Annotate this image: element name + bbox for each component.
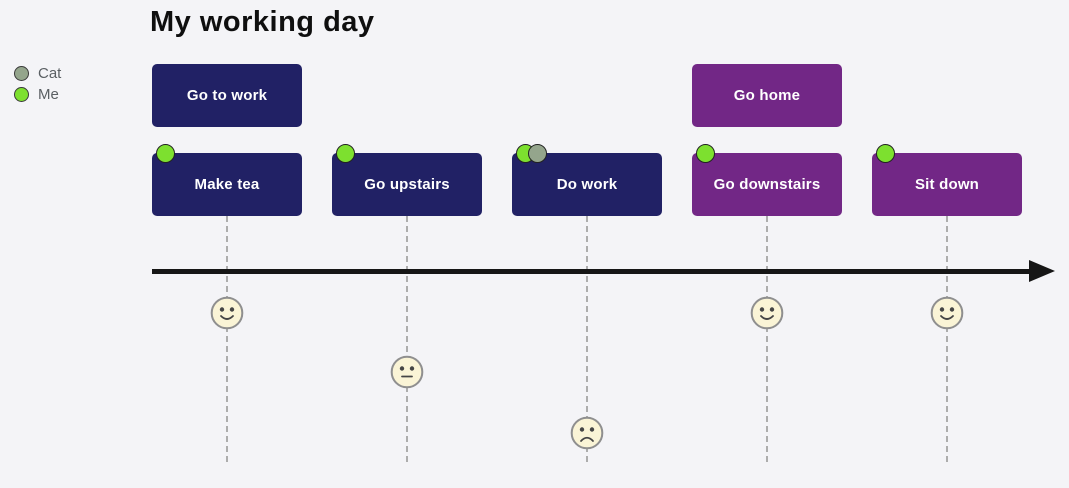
- actor-badge-me: [156, 144, 175, 163]
- event-card-go-upstairs[interactable]: Go upstairs: [332, 144, 482, 216]
- mood-face-neutral-icon[interactable]: [390, 355, 424, 389]
- column-dashed-line: [946, 216, 948, 462]
- event-card-label: Go home: [733, 87, 801, 104]
- event-card-do-work[interactable]: Do work: [512, 144, 662, 216]
- event-card-go-downstairs[interactable]: Go downstairs: [692, 144, 842, 216]
- timeline-axis: [152, 269, 1030, 274]
- cat-dot-icon: [14, 66, 29, 81]
- event-card-label: Go upstairs: [364, 176, 450, 193]
- legend-label: Cat: [38, 65, 62, 82]
- me-dot-icon: [14, 87, 29, 102]
- column-dashed-line: [586, 216, 588, 462]
- event-card-make-tea[interactable]: Make tea: [152, 144, 302, 216]
- timeline-arrowhead-icon: [1029, 260, 1055, 282]
- event-card-label: Make tea: [194, 176, 260, 193]
- mood-face-happy-icon[interactable]: [210, 296, 244, 330]
- column-dashed-line: [766, 216, 768, 462]
- page-title: My working day: [150, 6, 375, 38]
- event-card-label: Sit down: [914, 176, 980, 193]
- event-card-label: Go downstairs: [713, 176, 821, 193]
- event-card-go-to-work[interactable]: Go to work: [152, 64, 302, 127]
- legend: Cat Me: [14, 63, 61, 105]
- event-card-sit-down[interactable]: Sit down: [872, 144, 1022, 216]
- column-dashed-line: [226, 216, 228, 462]
- actor-badge-me: [336, 144, 355, 163]
- event-card-label: Go to work: [186, 87, 268, 104]
- legend-label: Me: [38, 86, 59, 103]
- event-card-go-home[interactable]: Go home: [692, 64, 842, 127]
- actor-badge-me: [696, 144, 715, 163]
- legend-item-cat: Cat: [14, 63, 61, 84]
- mood-face-happy-icon[interactable]: [750, 296, 784, 330]
- actor-badge-cat: [528, 144, 547, 163]
- column-dashed-line: [406, 216, 408, 462]
- event-card-label: Do work: [556, 176, 618, 193]
- mood-face-sad-icon[interactable]: [570, 416, 604, 450]
- legend-item-me: Me: [14, 84, 61, 105]
- mood-face-happy-icon[interactable]: [930, 296, 964, 330]
- actor-badge-me: [876, 144, 895, 163]
